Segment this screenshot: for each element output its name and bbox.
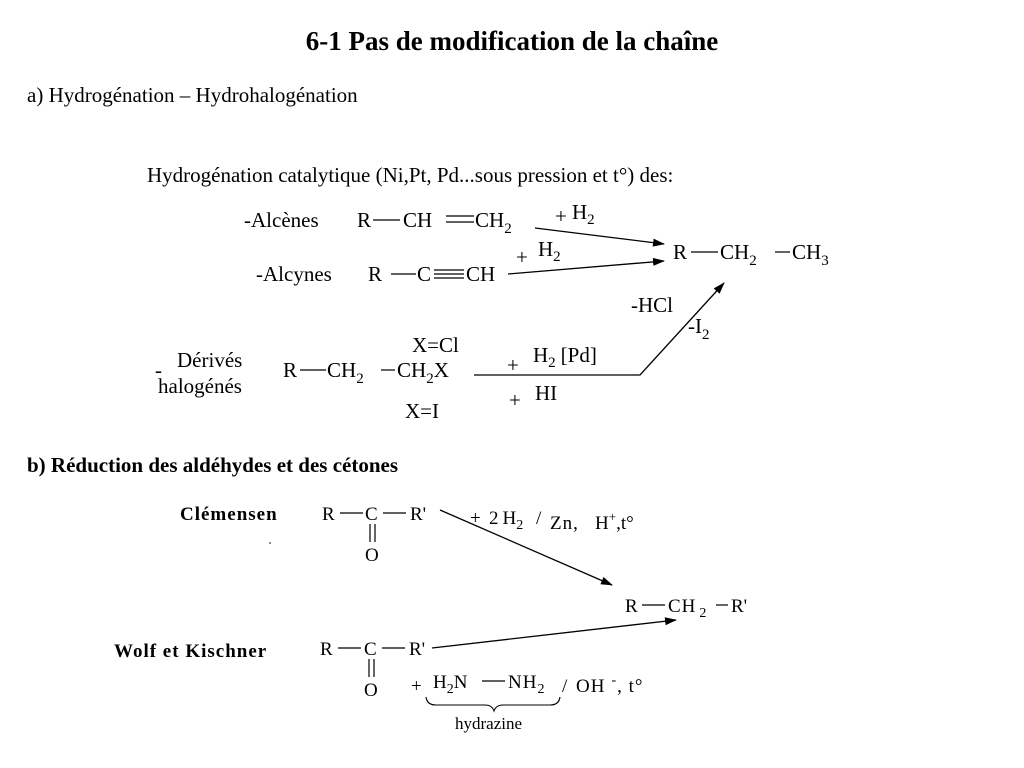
- alkane-product: R CH2 CH3: [673, 240, 829, 269]
- wk-arrow: [431, 617, 677, 649]
- wolff-kishner-reaction: Wolf et Kischner R C R' O + H2N NH2 / OH…: [114, 617, 677, 733]
- alkene-ch2: CH2: [475, 208, 512, 237]
- wk-oh: OH-, t°: [576, 673, 644, 697]
- wk-r: R: [320, 639, 333, 660]
- byproduct-hcl: -HCl: [631, 293, 673, 317]
- clemensen-acid: H+,t°: [595, 509, 634, 534]
- alkene-ch: CH: [403, 208, 432, 232]
- alkene-row: -Alcènes R CH CH2 + H2: [244, 200, 665, 247]
- wk-plus: +: [411, 676, 422, 697]
- halide-arrow: [474, 282, 725, 376]
- halide-dash: -: [155, 358, 162, 382]
- reduction-product-rprime: R': [731, 596, 747, 617]
- clemensen-r: R: [322, 504, 335, 525]
- reduction-product-r: R: [625, 596, 638, 617]
- halide-label-line2: halogénés: [158, 374, 242, 398]
- hydrogenation-intro: Hydrogénation catalytique (Ni,Pt, Pd...s…: [147, 163, 673, 187]
- section-a-heading: a) Hydrogénation – Hydrohalogénation: [27, 83, 358, 107]
- product-ch3: CH3: [792, 240, 829, 269]
- alkyne-label: -Alcynes: [256, 262, 332, 286]
- halide-plus-1: +: [507, 353, 519, 377]
- wk-o: O: [364, 680, 378, 701]
- wk-nh2: NH2: [508, 672, 545, 697]
- halide-x-cl: X=Cl: [412, 333, 459, 357]
- alkene-arrow: [534, 227, 665, 247]
- clemensen-arrow: [439, 509, 613, 586]
- halide-ch2-a: CH2: [327, 358, 364, 387]
- alkyne-reagent-h2: H2: [538, 237, 561, 265]
- alkyne-ch: CH: [466, 262, 495, 286]
- clemensen-c: C: [365, 504, 378, 525]
- clemensen-name: Clémensen: [180, 504, 278, 525]
- halide-plus-2: +: [509, 388, 521, 412]
- product-r: R: [673, 240, 687, 264]
- halide-row: - Dérivés halogénés R CH2 CH2X X=Cl X=I …: [155, 282, 725, 423]
- halide-r: R: [283, 358, 297, 382]
- halide-reagent-h2-pd: H2[Pd]: [533, 343, 597, 371]
- wk-rprime: R': [409, 639, 425, 660]
- halide-ch2x: CH2X: [397, 358, 449, 387]
- alkene-plus: +: [555, 204, 567, 228]
- alkene-reagent-h2: H2: [572, 200, 595, 228]
- alkyne-row: -Alcynes R C CH + H2: [256, 237, 665, 286]
- stray-dot: [269, 542, 271, 544]
- hydrazine-label: hydrazine: [455, 714, 522, 733]
- wk-slash: /: [562, 676, 568, 697]
- alkyne-r: R: [368, 262, 382, 286]
- clemensen-o: O: [365, 545, 379, 566]
- alkene-r: R: [357, 208, 371, 232]
- clemensen-slash: /: [536, 508, 542, 529]
- wk-h2n: H2N: [433, 672, 468, 697]
- wk-c: C: [364, 639, 377, 660]
- wolff-kishner-name: Wolf et Kischner: [114, 641, 267, 662]
- halide-label-line1: Dérivés: [177, 348, 242, 372]
- alkyne-c: C: [417, 262, 431, 286]
- halide-reagent-hi: HI: [535, 381, 557, 405]
- alkyne-plus: +: [516, 245, 528, 269]
- byproduct-i2: -I2: [688, 314, 710, 343]
- clemensen-zn: Zn,: [550, 513, 579, 534]
- slide-title: 6-1 Pas de modification de la chaîne: [305, 26, 719, 56]
- hydrazine-brace: [425, 696, 561, 713]
- alkene-label: -Alcènes: [244, 208, 319, 232]
- product-ch2: CH2: [720, 240, 757, 269]
- section-b-heading: b) Réduction des aldéhydes et des cétone…: [27, 453, 398, 477]
- halide-x-i: X=I: [405, 399, 439, 423]
- clemensen-rprime: R': [410, 504, 426, 525]
- clemensen-plus: +: [470, 508, 481, 529]
- alkyne-arrow: [507, 257, 665, 275]
